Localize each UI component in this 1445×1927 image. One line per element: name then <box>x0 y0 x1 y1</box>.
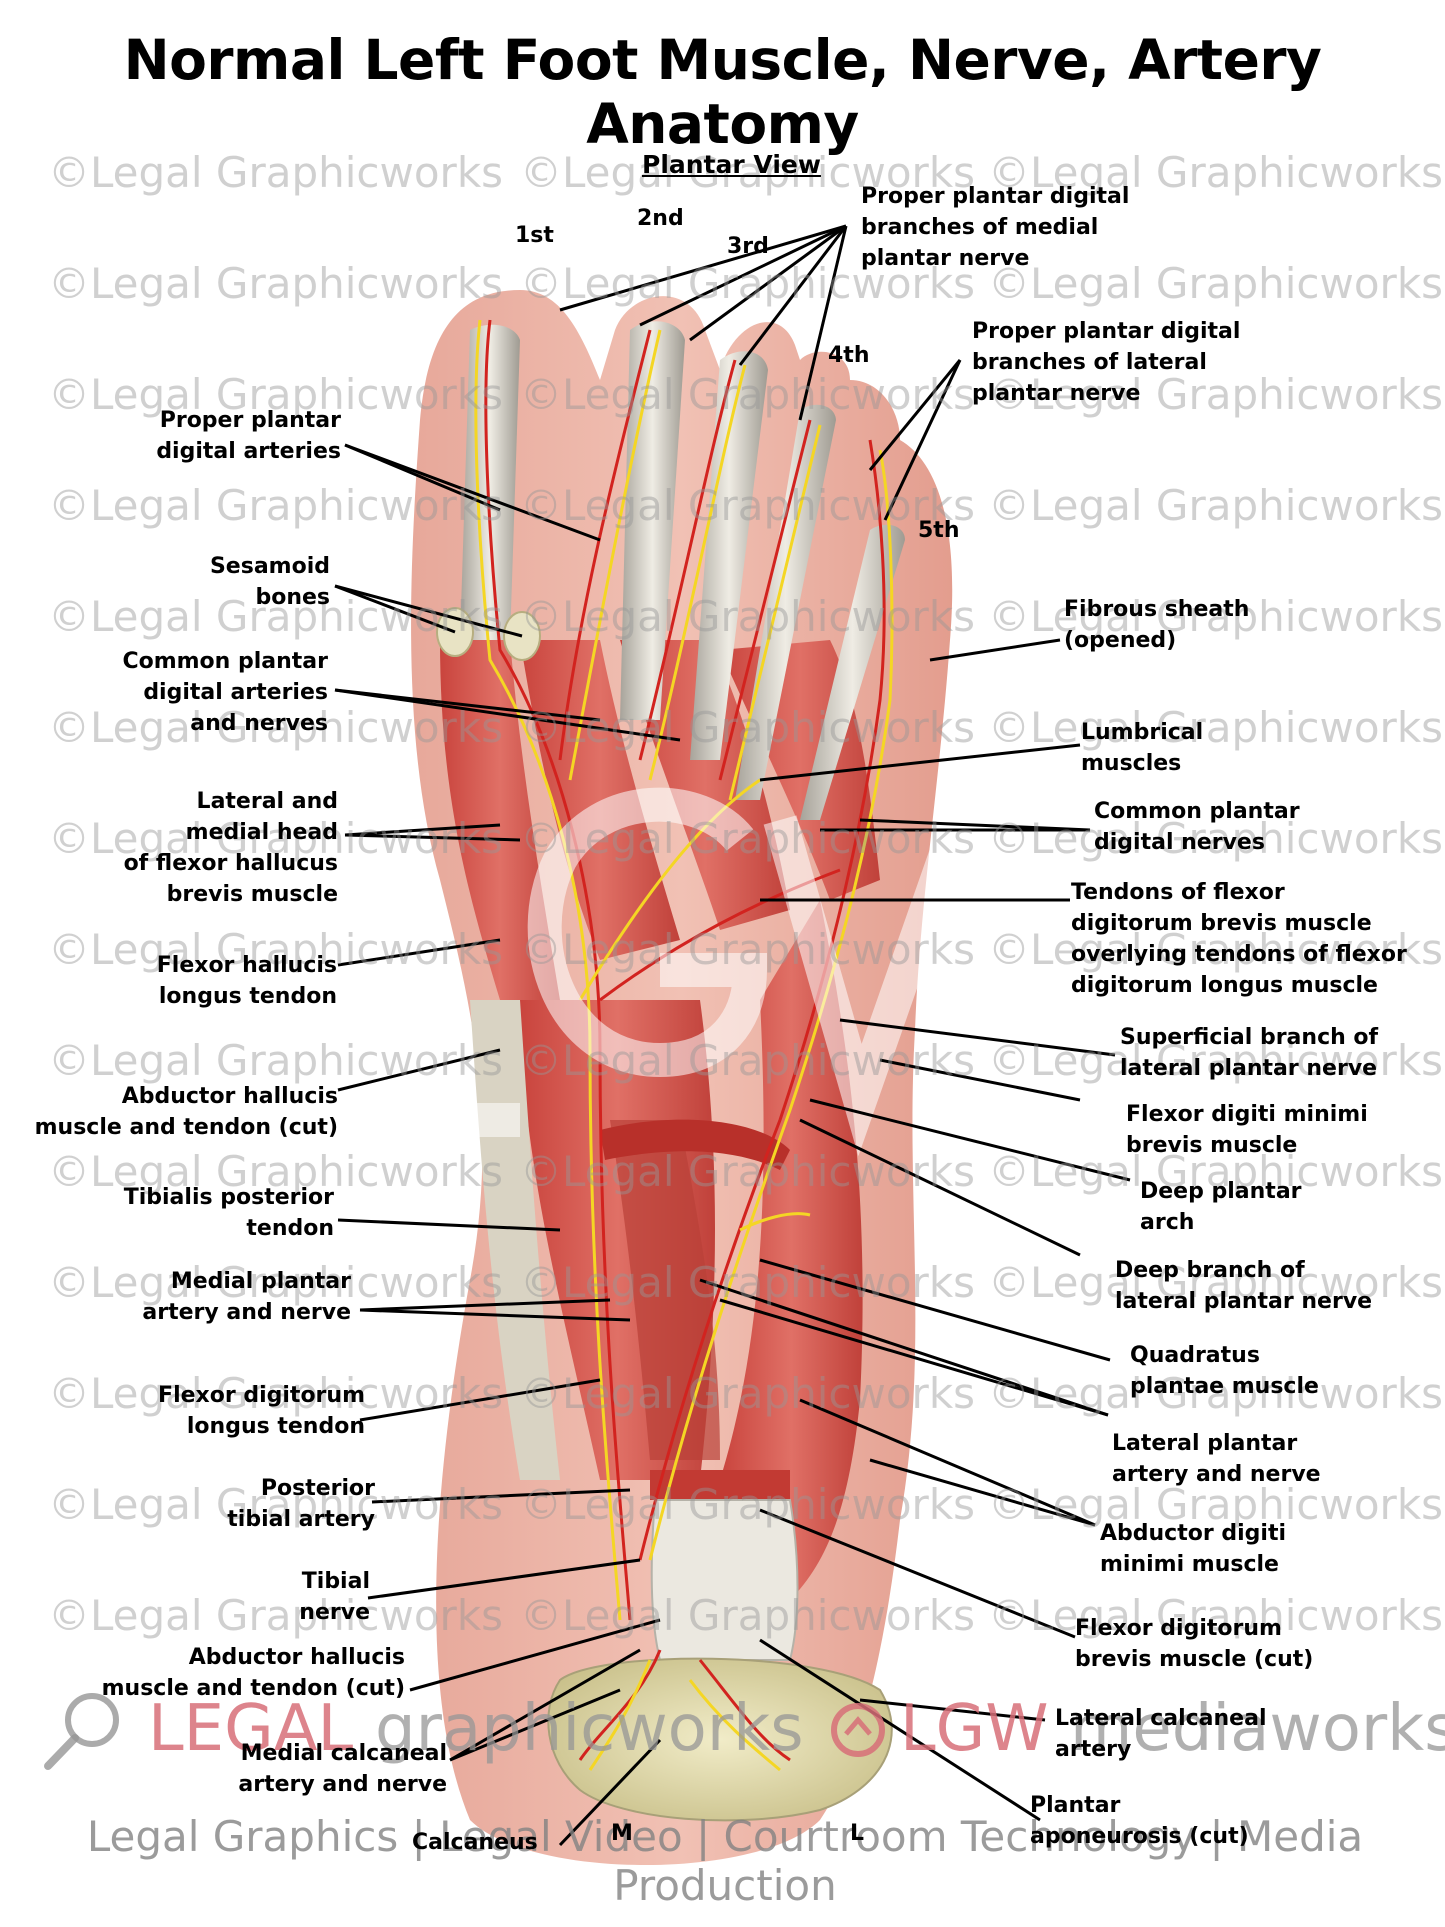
label-flexor-digitorum-brevis-cut: Flexor digitorum brevis muscle (cut) <box>1075 1616 1314 1672</box>
label-deep-plantar-arch: Deep plantar arch <box>1140 1179 1302 1235</box>
label-flexor-digiti-minimi-brevis: Flexor digiti minimi brevis muscle <box>1126 1102 1368 1158</box>
label-abductor-hallucis-lower: Abductor hallucis muscle and tendon (cut… <box>101 1645 405 1701</box>
toe-tendons <box>460 321 905 820</box>
label-common-plantar-digital-nerves: Common plantar digital nerves <box>1094 799 1300 855</box>
label-flexor-hallucis-brevis-heads: Lateral and medial head of flexor halluc… <box>123 789 338 907</box>
toe-label-3rd: 3rd <box>727 234 769 259</box>
label-digital-branches-medial-plantar: Proper plantar digital branches of media… <box>861 184 1130 271</box>
brand-graphicworks: graphicworks <box>375 1692 804 1766</box>
label-lateral-calcaneal-artery: Lateral calcaneal artery <box>1055 1706 1267 1762</box>
toe-label-5th: 5th <box>918 518 960 543</box>
label-plantar-aponeurosis-cut: Plantar aponeurosis (cut) <box>1030 1793 1249 1849</box>
label-medial-plantar-artery-nerve: Medial plantar artery and nerve <box>142 1269 351 1325</box>
label-abductor-hallucis-upper: Abductor hallucis muscle and tendon (cut… <box>34 1084 338 1140</box>
magnifier-icon <box>44 1693 119 1770</box>
label-medial-calcaneal: Medial calcaneal artery and nerve <box>238 1741 447 1797</box>
toe-label-4th: 4th <box>828 343 870 368</box>
label-sesamoid-bones: Sesamoid bones <box>209 554 330 610</box>
page-title: Normal Left Foot Muscle, Nerve, Artery A… <box>123 28 1322 156</box>
label-digital-branches-lateral-plantar: Proper plantar digital branches of later… <box>972 319 1241 406</box>
lateral-marker: L <box>850 1821 865 1846</box>
fdb-cut-band <box>600 1119 790 1500</box>
footer-tagline: Legal Graphics | Legal Video | Courtroom… <box>86 1812 1364 1910</box>
toe-label-2nd: 2nd <box>637 206 684 231</box>
label-tibialis-posterior-tendon: Tibialis posterior tendon <box>123 1185 334 1241</box>
label-flexor-hallucis-longus-tendon: Flexor hallucis longus tendon <box>156 953 337 1009</box>
calcaneus-bone <box>547 1657 893 1822</box>
label-tibial-nerve: Tibial nerve <box>299 1569 370 1625</box>
nerves <box>474 319 894 1772</box>
label-deep-branch-lateral-plantar: Deep branch of lateral plantar nerve <box>1115 1258 1373 1314</box>
toe-label-1st: 1st <box>515 223 554 248</box>
brand-mediaworks: mediaworks <box>1070 1692 1445 1766</box>
label-quadratus-plantae: Quadratus plantae muscle <box>1130 1343 1319 1399</box>
brand-logo-row: LEGAL graphicworks LGW mediaworks <box>40 1692 1445 1770</box>
medial-marker: M <box>611 1821 633 1846</box>
label-common-plantar-digital-arteries: Common plantar digital arteries and nerv… <box>122 649 328 736</box>
label-fibrous-sheath: Fibrous sheath (opened) <box>1064 597 1250 653</box>
label-proper-plantar-digital-arteries: Proper plantar digital arteries <box>156 408 341 464</box>
leader-lines <box>334 224 1131 1847</box>
label-superficial-branch-lateral-plantar: Superficial branch of lateral plantar ne… <box>1120 1025 1379 1081</box>
label-abductor-digiti-minimi: Abductor digiti minimi muscle <box>1100 1521 1287 1577</box>
view-label: Plantar View <box>642 150 821 179</box>
plantar-aponeurosis <box>650 1499 799 1661</box>
label-posterior-tibial-artery: Posterior tibial artery <box>227 1476 375 1532</box>
label-flexor-digitorum-longus-tendon: Flexor digitorum longus tendon <box>158 1383 365 1439</box>
label-calcaneus: Calcaneus <box>412 1830 538 1855</box>
lgw-circle-icon <box>831 1703 885 1757</box>
label-lateral-plantar-artery-nerve: Lateral plantar artery and nerve <box>1112 1431 1321 1487</box>
label-tendons-flexor-digitorum: Tendons of flexor digitorum brevis muscl… <box>1071 880 1407 998</box>
brand-legal: LEGAL <box>148 1692 354 1766</box>
label-lumbrical-muscles: Lumbrical muscles <box>1081 720 1204 776</box>
brand-lgw: LGW <box>900 1692 1049 1766</box>
